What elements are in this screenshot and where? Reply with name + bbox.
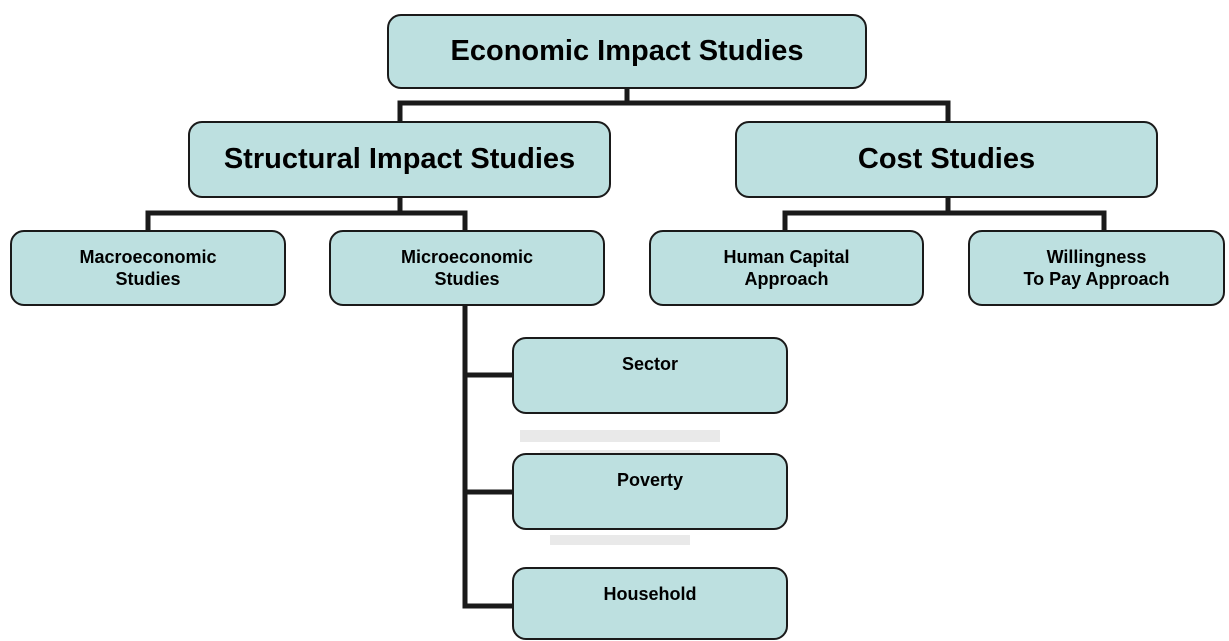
node-label: Sector [621,354,679,374]
node-label: Household [603,584,697,604]
node-label: Macroeconomic Studies [79,246,217,290]
node-label: Poverty [616,470,684,490]
node-label: Economic Impact Studies [450,35,804,68]
node-sector: Sector [512,337,788,414]
node-macroeconomic-studies: Macroeconomic Studies [10,230,286,306]
node-poverty: Poverty [512,453,788,530]
node-economic-impact-studies: Economic Impact Studies [387,14,867,89]
node-human-capital-approach: Human Capital Approach [649,230,924,306]
node-label: Cost Studies [857,143,1036,176]
node-label: Willingness To Pay Approach [1023,246,1170,290]
node-household: Household [512,567,788,640]
node-label: Microeconomic Studies [400,246,534,290]
node-label: Human Capital Approach [723,246,850,290]
node-willingness-to-pay-approach: Willingness To Pay Approach [968,230,1225,306]
node-label: Structural Impact Studies [223,143,576,176]
node-structural-impact-studies: Structural Impact Studies [188,121,611,198]
node-cost-studies: Cost Studies [735,121,1158,198]
node-microeconomic-studies: Microeconomic Studies [329,230,605,306]
